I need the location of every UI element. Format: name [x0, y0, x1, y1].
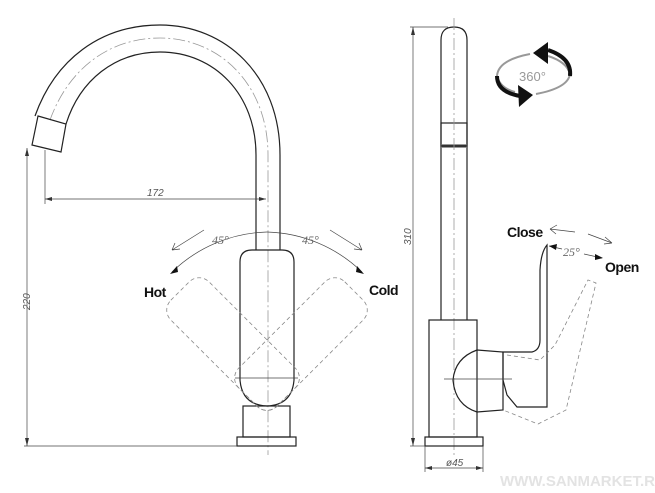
- side-view: 25° Close Open 310 ø45 360°: [403, 18, 639, 472]
- hot-label: Hot: [144, 284, 167, 300]
- total-height-dimension: 310: [403, 228, 414, 245]
- base-plate: [236, 436, 297, 447]
- aerator-nozzle: [31, 115, 67, 153]
- spout-inner: [65, 51, 257, 250]
- spout-height-dimension: 220: [22, 293, 33, 311]
- watermark: WWW.SANMARKET.RU: [500, 473, 655, 490]
- hot-angle-arc: [171, 231, 268, 273]
- lower-body: [242, 405, 291, 438]
- handle-body: [239, 249, 295, 407]
- open-label: Open: [605, 259, 639, 275]
- hot-position-handle: [166, 277, 300, 411]
- hot-angle-label: 45°: [212, 233, 229, 247]
- cold-position-handle: [234, 277, 368, 411]
- cold-angle-label: 45°: [302, 233, 319, 247]
- cold-label: Cold: [369, 282, 398, 298]
- open-position-lever: [502, 279, 597, 425]
- rotation-label: 360°: [519, 69, 546, 84]
- spout-outer: [34, 24, 281, 250]
- spout-reach-dimension: 172: [147, 188, 164, 199]
- side-lever: [502, 243, 548, 408]
- spout-centerline: [49, 37, 269, 455]
- front-view: 45° 45° Hot Cold 172 220: [22, 24, 399, 455]
- base-diameter-dimension: ø45: [446, 458, 464, 469]
- cold-angle-arc: [266, 231, 363, 273]
- close-label: Close: [507, 224, 543, 240]
- lever-angle-label: 25°: [563, 245, 580, 259]
- cartridge-dome: [452, 349, 504, 413]
- rotation-360-icon: 360°: [495, 42, 573, 107]
- side-base-plate: [424, 436, 484, 447]
